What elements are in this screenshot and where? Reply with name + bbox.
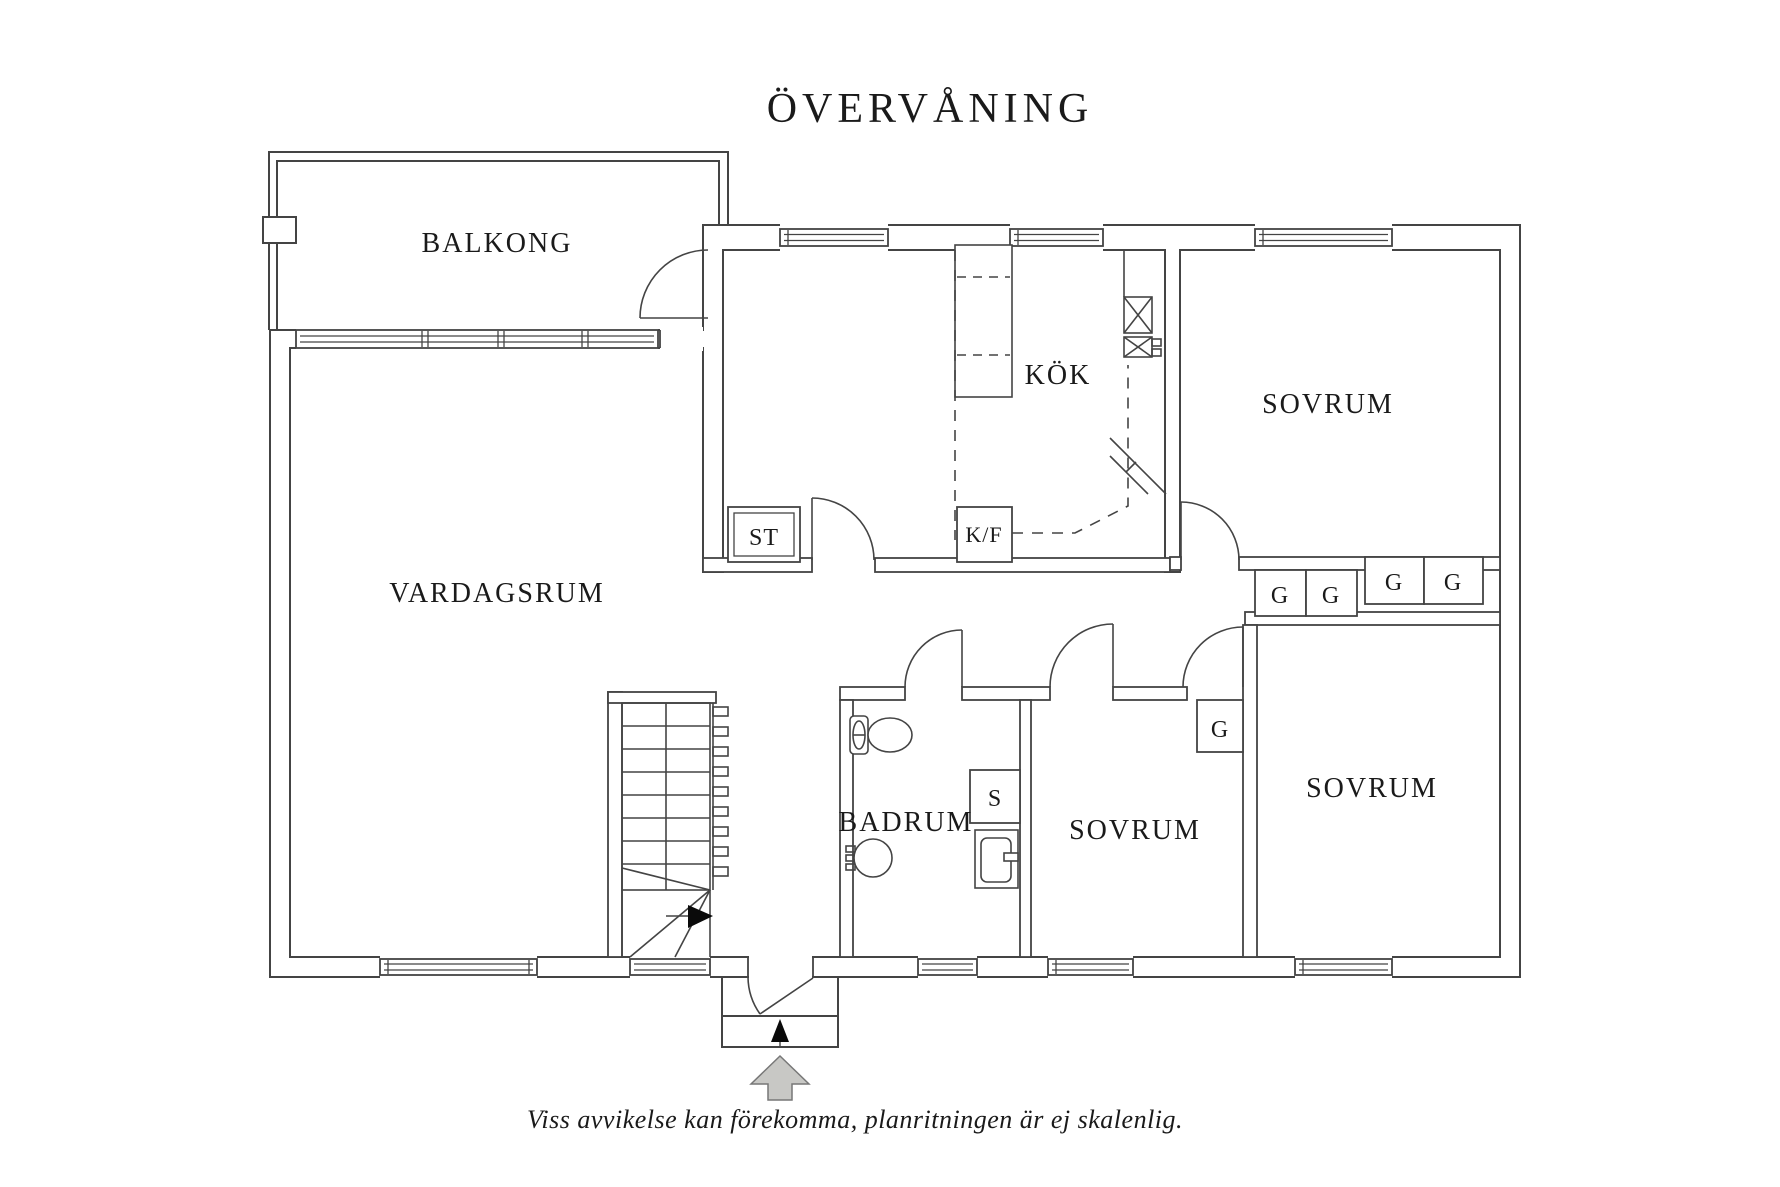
stove-icon xyxy=(1123,296,1162,358)
windows xyxy=(295,223,1393,979)
balcony-pillar xyxy=(262,216,297,244)
shower-unit-icon xyxy=(974,829,1019,889)
wall-hall-south-b xyxy=(961,686,1051,701)
sink-icon xyxy=(1109,250,1167,495)
closets xyxy=(727,506,1484,824)
entry-direction-arrow-icon xyxy=(771,1019,789,1047)
wall-hall-south-c xyxy=(1112,686,1188,701)
window-bedroom-right xyxy=(1294,955,1393,979)
window-stairwell xyxy=(629,955,711,979)
stairs xyxy=(621,702,729,958)
kitchen-door xyxy=(811,497,875,561)
washbasin-icon xyxy=(845,838,893,878)
window-bathroom xyxy=(917,955,978,979)
window-bedroom-top xyxy=(1254,223,1393,252)
closet-g1 xyxy=(1254,569,1307,617)
bedroom-top-door xyxy=(1180,501,1240,561)
toilet-icon xyxy=(849,715,913,755)
interior-walls xyxy=(607,556,1501,958)
closet-g5 xyxy=(1196,699,1244,753)
closet-g4-label: G xyxy=(1444,570,1462,596)
closet-s xyxy=(969,769,1021,824)
stair-railing xyxy=(712,703,729,890)
closet-s-label: S xyxy=(988,786,1002,812)
disclaimer-caption: Viss avvikelse kan förekomma, planritnin… xyxy=(527,1105,1183,1134)
window-living-south xyxy=(379,955,538,979)
kitchen-label: KÖK xyxy=(1025,360,1092,391)
wall-stair-west xyxy=(607,691,623,958)
wall-kitchen-south-right xyxy=(874,557,1171,573)
window-kitchen-2 xyxy=(1009,223,1104,252)
wall-hall-south-a xyxy=(839,686,906,701)
bathroom-door xyxy=(904,629,963,688)
closet-g2-label: G xyxy=(1322,583,1340,609)
wall-bathroom-east xyxy=(1019,699,1032,958)
doors xyxy=(639,249,1244,1015)
bedroom-right-label: SOVRUM xyxy=(1306,773,1438,804)
living-room-label: VARDAGSRUM xyxy=(389,578,605,609)
bathroom-fixtures xyxy=(845,715,1019,889)
bedroom-right-door xyxy=(1182,626,1244,688)
closet-g2 xyxy=(1305,569,1358,617)
closet-g5-label: G xyxy=(1211,717,1229,743)
balcony-inner-wall xyxy=(276,160,720,330)
balcony-door xyxy=(639,249,709,351)
closet-st-inner xyxy=(733,512,795,557)
wall-bedroomtop-south-a xyxy=(1169,556,1182,571)
window-living-north xyxy=(295,328,659,350)
wall-stair-north xyxy=(607,691,717,704)
window-kitchen-1 xyxy=(779,223,889,252)
closet-g4 xyxy=(1423,556,1484,605)
bedroom-middle-label: SOVRUM xyxy=(1069,815,1201,846)
closet-kf-label: K/F xyxy=(965,522,1002,547)
entrance-door xyxy=(747,955,814,1015)
bedroom-middle-door xyxy=(1049,623,1114,688)
kitchen-island xyxy=(954,244,1013,398)
closet-st-label: ST xyxy=(749,525,779,551)
page-title: ÖVERVÅNING xyxy=(767,86,1094,132)
kitchen-fixtures xyxy=(954,244,1167,540)
closet-kf xyxy=(956,506,1013,563)
wall-bathroom-west xyxy=(839,699,854,958)
stair-direction-arrow-icon xyxy=(666,905,713,928)
window-bedroom-middle xyxy=(1047,955,1134,979)
balcony xyxy=(262,151,729,330)
entrance-porch xyxy=(721,977,839,1048)
bathroom-label: BADRUM xyxy=(839,807,974,838)
closet-g1-label: G xyxy=(1271,583,1289,609)
wall-bedroomright-west xyxy=(1242,624,1258,958)
bedroom-top-label: SOVRUM xyxy=(1262,389,1394,420)
balcony-label: BALKONG xyxy=(422,228,573,259)
entrance-arrow-icon xyxy=(749,1054,811,1101)
closet-g3-label: G xyxy=(1385,570,1403,596)
